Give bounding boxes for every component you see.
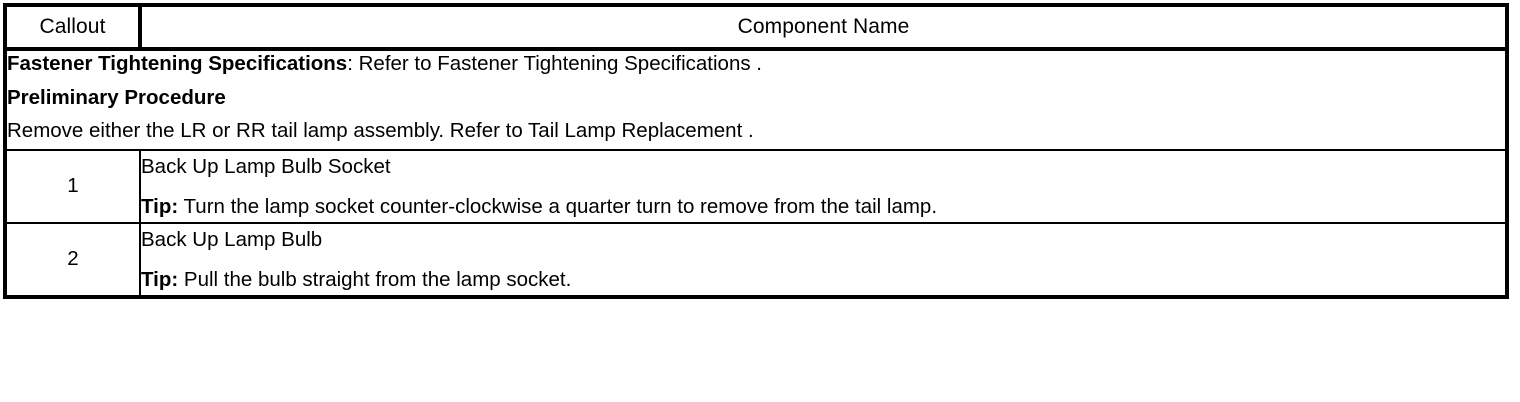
fastener-spec-line: Fastener Tightening Specifications: Refe… (7, 51, 1505, 82)
header-callout: Callout (4, 4, 142, 51)
preliminary-procedure-label: Preliminary Procedure (7, 85, 226, 109)
table-row: 2 Back Up Lamp Bulb Tip: Pull the bulb s… (4, 221, 1508, 298)
tip-text: Turn the lamp socket counter-clockwise a… (178, 195, 938, 218)
tip-text: Pull the bulb straight from the lamp soc… (178, 268, 572, 291)
callout-number: 1 (4, 148, 141, 224)
tip-label: Tip: (141, 195, 179, 218)
table-row: 1 Back Up Lamp Bulb Socket Tip: Turn the… (4, 148, 1508, 224)
component-title: Back Up Lamp Bulb Socket (141, 154, 391, 178)
component-title: Back Up Lamp Bulb (141, 227, 323, 251)
remove-tail-lamp-text: Remove either the LR or RR tail lamp ass… (7, 119, 754, 142)
component-specification-table: Callout Component Name Fastener Tighteni… (3, 3, 1509, 299)
fastener-spec-label: Fastener Tightening Specifications (7, 52, 348, 75)
preliminary-procedure-line: Preliminary Procedure (7, 82, 1505, 116)
preliminary-note-cell: Fastener Tightening Specifications: Refe… (4, 48, 1508, 151)
component-tip: Tip: Pull the bulb straight from the lam… (141, 250, 1505, 295)
tip-label: Tip: (141, 268, 179, 291)
callout-number: 2 (4, 221, 141, 298)
component-cell: Back Up Lamp Bulb Socket Tip: Turn the l… (139, 148, 1508, 224)
remove-tail-lamp-line: Remove either the LR or RR tail lamp ass… (7, 115, 1505, 149)
table-row-preliminary: Fastener Tightening Specifications: Refe… (4, 48, 1508, 151)
fastener-spec-text: : Refer to Fastener Tightening Specifica… (347, 52, 762, 75)
component-tip: Tip: Turn the lamp socket counter-clockw… (141, 177, 1505, 222)
header-component-name: Component Name (139, 4, 1508, 51)
component-cell: Back Up Lamp Bulb Tip: Pull the bulb str… (139, 221, 1508, 298)
table-header-row: Callout Component Name (4, 4, 1508, 51)
